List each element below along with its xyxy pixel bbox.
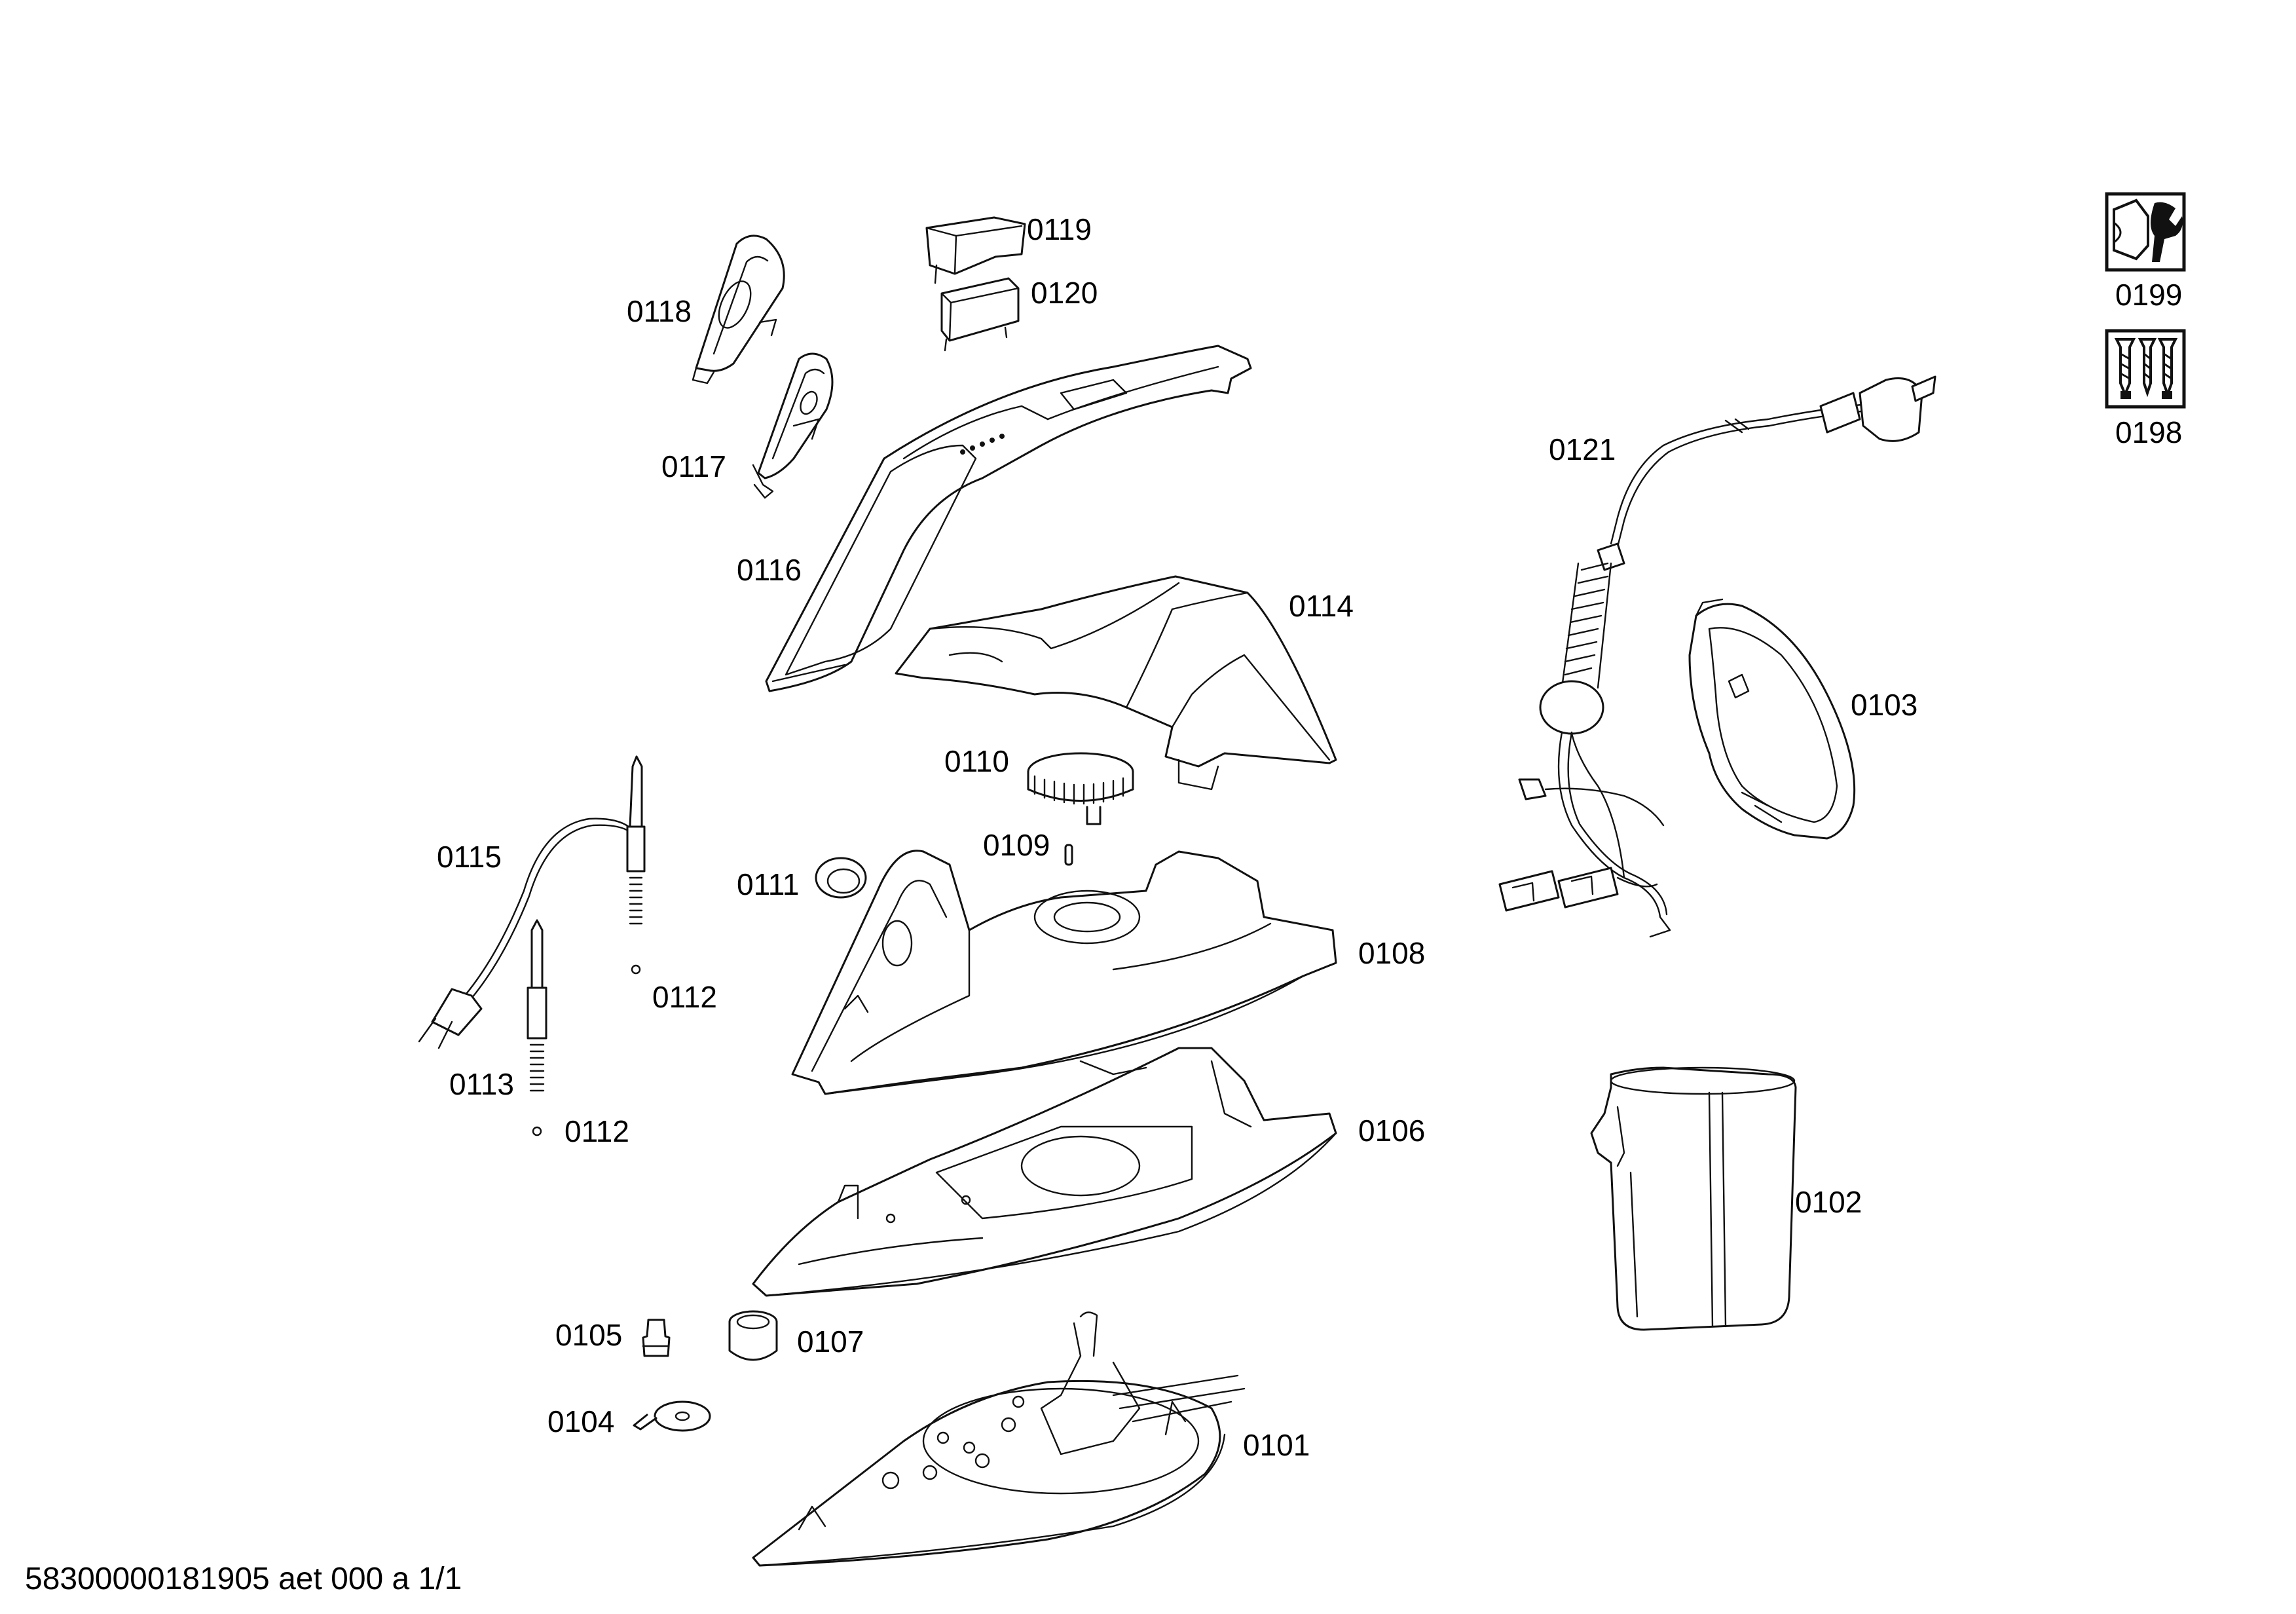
callout-0106: 0106 — [1358, 1114, 1425, 1148]
callout-0119: 0119 — [1027, 212, 1092, 246]
callout-0121: 0121 — [1549, 432, 1616, 466]
callout-0120: 0120 — [1031, 276, 1098, 310]
part-0119-drawing — [925, 216, 1026, 284]
callout-0103: 0103 — [1851, 688, 1917, 722]
callout-0101: 0101 — [1243, 1428, 1310, 1462]
callout-0107: 0107 — [797, 1324, 864, 1359]
callout-0198: 0198 — [2115, 415, 2182, 449]
part-0115-drawing — [418, 755, 646, 1049]
part-0114-drawing — [895, 575, 1337, 791]
wrench-nut-icon — [2105, 192, 2186, 272]
document-code: 58300000181905 aet 000 a 1/1 — [25, 1562, 462, 1596]
callout-0111: 0111 — [737, 867, 800, 901]
callout-0109: 0109 — [983, 828, 1050, 862]
callout-0116: 0116 — [737, 553, 802, 587]
callout-0117: 0117 — [661, 449, 726, 483]
part-0104-drawing — [633, 1400, 711, 1432]
callout-0112-upper: 0112 — [652, 980, 717, 1014]
part-0105-drawing — [642, 1319, 671, 1357]
part-0107-drawing — [728, 1310, 778, 1361]
callout-0108: 0108 — [1358, 936, 1425, 970]
callout-0114: 0114 — [1289, 589, 1354, 623]
part-0102-drawing — [1590, 1066, 1797, 1331]
callout-0115: 0115 — [437, 840, 502, 874]
part-0120-drawing — [940, 277, 1020, 352]
part-0110-drawing — [1027, 752, 1134, 825]
part-0103-drawing — [1688, 598, 1856, 840]
callout-0102: 0102 — [1795, 1185, 1862, 1219]
callout-0110: 0110 — [944, 744, 1009, 778]
part-0111-drawing — [815, 857, 867, 899]
callout-0105: 0105 — [555, 1318, 622, 1352]
part-0118-drawing — [692, 235, 785, 385]
part-0108-drawing — [791, 850, 1337, 1095]
callout-0199: 0199 — [2115, 278, 2182, 312]
screws-icon — [2105, 329, 2186, 409]
callout-0112-lower: 0112 — [565, 1114, 629, 1148]
part-0106-drawing — [752, 1047, 1337, 1297]
callout-0118: 0118 — [627, 294, 692, 328]
part-0113-drawing — [527, 919, 547, 1092]
part-0116-drawing — [765, 345, 1252, 692]
part-0112-drawing — [532, 964, 641, 1136]
part-0101-drawing — [752, 1311, 1246, 1567]
callout-0104: 0104 — [547, 1404, 614, 1438]
part-0121-drawing — [1498, 375, 1936, 938]
part-0117-drawing — [752, 352, 834, 499]
callout-0113: 0113 — [449, 1067, 514, 1101]
part-0109-drawing — [1064, 844, 1073, 866]
